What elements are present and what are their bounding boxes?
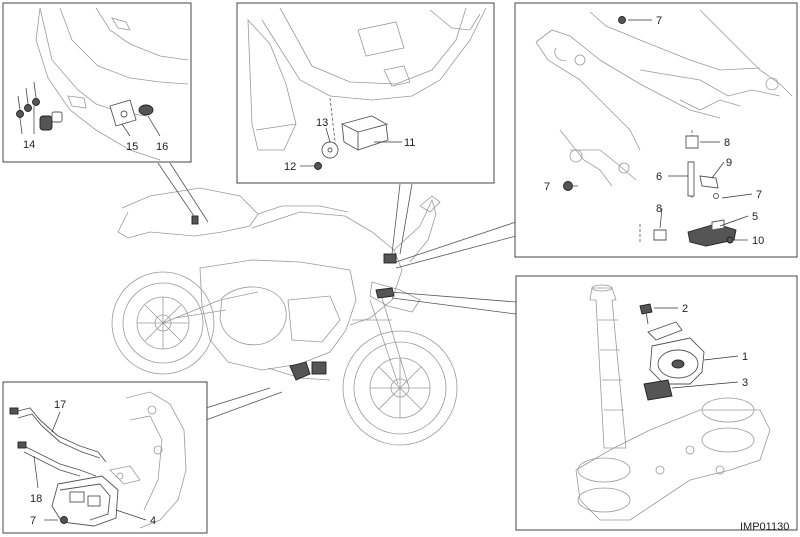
callout-15: 15 xyxy=(126,141,138,153)
callout-3: 3 xyxy=(742,377,748,389)
callout-18: 18 xyxy=(30,493,42,505)
connector-lines xyxy=(157,162,517,421)
callout-11: 11 xyxy=(404,137,415,149)
callout-12: 12 xyxy=(284,161,296,173)
callout-4: 4 xyxy=(150,515,156,527)
motorcycle-outline xyxy=(111,187,458,446)
callout-13: 13 xyxy=(316,117,328,129)
detail-box-top-left: 14 15 16 xyxy=(2,2,192,163)
callout-10: 10 xyxy=(752,235,764,247)
callout-5: 5 xyxy=(752,211,758,223)
callout-7-bottom: 7 xyxy=(30,515,36,527)
detail-box-top-right: 7 8 7 6 9 7 8 5 10 xyxy=(514,2,798,258)
figure-code: IMP01130 xyxy=(740,521,789,533)
callout-6: 6 xyxy=(656,171,662,183)
callout-2: 2 xyxy=(682,303,688,315)
callout-1: 1 xyxy=(742,351,748,363)
callout-9: 9 xyxy=(726,157,732,169)
callout-16: 16 xyxy=(156,141,168,153)
detail-box-top-center: 11 12 13 xyxy=(236,2,495,184)
detail-box-bottom-left: 17 18 7 4 xyxy=(2,381,208,534)
callout-17: 17 xyxy=(54,399,66,411)
callout-7-right: 7 xyxy=(756,189,762,201)
detail-box-bottom-right: 2 1 3 xyxy=(515,275,798,531)
callout-8-top: 8 xyxy=(724,137,730,149)
callout-7-left: 7 xyxy=(544,181,550,193)
callout-7-top: 7 xyxy=(656,15,662,27)
callout-14: 14 xyxy=(23,139,35,151)
callout-8-bottom: 8 xyxy=(656,203,662,215)
